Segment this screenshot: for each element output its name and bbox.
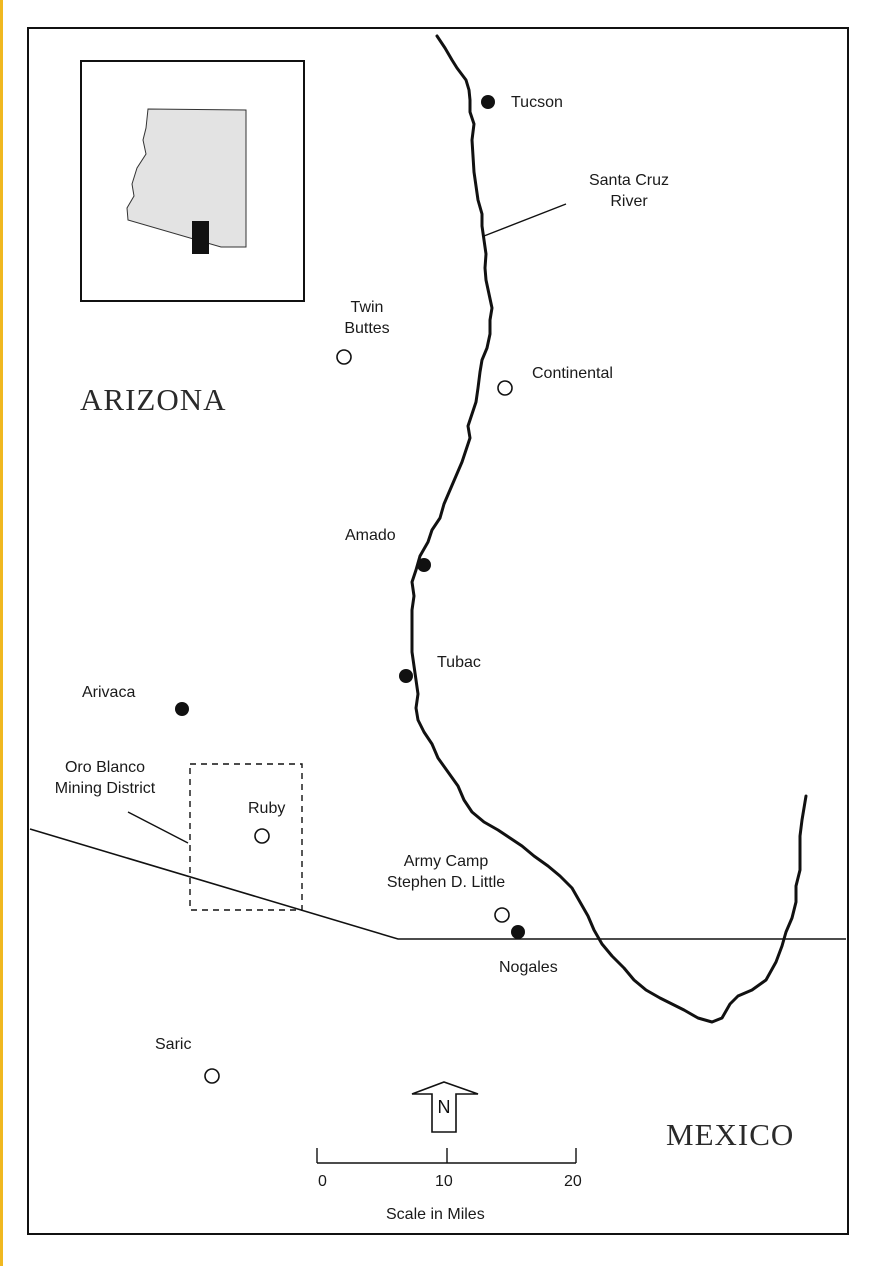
amado-label: Amado: [345, 527, 396, 544]
international-border: [29, 828, 846, 940]
oro-blanco-district-boundary: [189, 763, 303, 911]
oro-blanco-line-1: Oro Blanco: [64, 759, 146, 776]
nogales-marker: [511, 925, 525, 939]
ruby-label: Ruby: [248, 800, 286, 817]
army-camp-line-2: Stephen D. Little: [386, 874, 506, 891]
page-edge-strip: [0, 0, 3, 1266]
continental-marker: [497, 380, 513, 396]
north-arrow-label: N: [437, 1097, 451, 1117]
scale-tick-20: 20: [564, 1173, 582, 1190]
scale-caption: Scale in Miles: [386, 1206, 485, 1223]
amado-marker: [417, 558, 431, 572]
district-leader-line: [127, 811, 189, 844]
scale-tick-10: 10: [435, 1173, 453, 1190]
army-camp-line-1: Army Camp: [403, 853, 489, 870]
saric-label: Saric: [155, 1036, 192, 1053]
twin-buttes-label: Twin Buttes: [322, 297, 412, 339]
tucson-marker: [481, 95, 495, 109]
tucson-label: Tucson: [511, 94, 563, 111]
arivaca-label: Arivaca: [82, 684, 136, 701]
study-area-marker: [192, 221, 209, 254]
river-label-line-1: Santa Cruz: [588, 172, 670, 189]
north-arrow-icon: [411, 1081, 479, 1133]
map-frame: [27, 27, 849, 1235]
twin-buttes-marker: [336, 349, 352, 365]
river-label-line-2: River: [610, 193, 648, 210]
ruby-marker: [254, 828, 270, 844]
santa-cruz-river-label: Santa Cruz River: [568, 170, 690, 212]
nogales-label: Nogales: [499, 959, 558, 976]
arivaca-marker: [175, 702, 189, 716]
santa-cruz-river: [410, 34, 808, 1024]
twin-buttes-line-2: Buttes: [344, 320, 390, 337]
saric-marker: [204, 1068, 220, 1084]
scale-tick-0: 0: [318, 1173, 327, 1190]
tubac-marker: [399, 669, 413, 683]
oro-blanco-line-2: Mining District: [54, 780, 156, 797]
arizona-inset-shape: [126, 108, 247, 248]
army-camp-marker: [494, 907, 510, 923]
continental-label: Continental: [532, 365, 613, 382]
army-camp-label: Army Camp Stephen D. Little: [362, 851, 530, 893]
arizona-label: ARIZONA: [80, 382, 227, 417]
scale-bar: [316, 1148, 577, 1164]
mexico-label: MEXICO: [666, 1117, 795, 1152]
twin-buttes-line-1: Twin: [350, 299, 384, 316]
river-leader-line: [483, 203, 567, 237]
tubac-label: Tubac: [437, 654, 481, 671]
oro-blanco-label: Oro Blanco Mining District: [32, 757, 178, 799]
